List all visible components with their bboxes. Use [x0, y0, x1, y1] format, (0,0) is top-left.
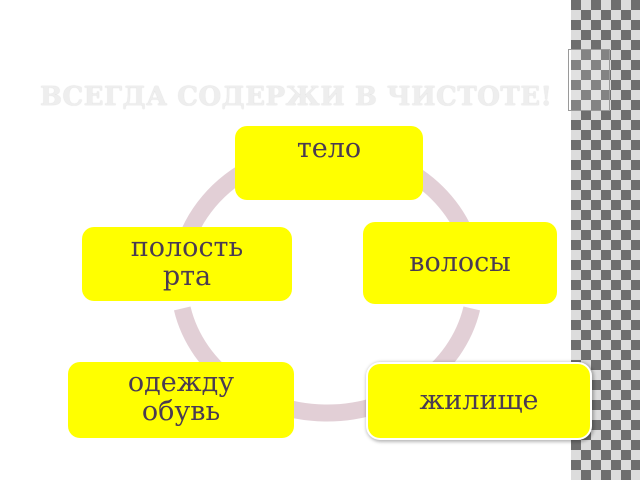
node-telo[interactable]: тело — [235, 126, 423, 200]
node-label: волосы — [409, 247, 511, 278]
node-volosy[interactable]: волосы — [363, 222, 557, 304]
node-label: одежду обувь — [127, 367, 235, 427]
slide-title: ВСЕГДА СОДЕРЖИ В ЧИСТОТЕ! — [40, 82, 553, 112]
node-odezhdu[interactable]: одежду обувь — [68, 362, 294, 438]
node-label: тело — [296, 133, 362, 164]
node-polost[interactable]: полость рта — [82, 227, 292, 301]
title-frame — [568, 49, 610, 111]
node-label: полость рта — [130, 232, 244, 292]
node-zhilishche[interactable]: жилище — [368, 364, 590, 438]
node-label: жилище — [419, 385, 539, 416]
